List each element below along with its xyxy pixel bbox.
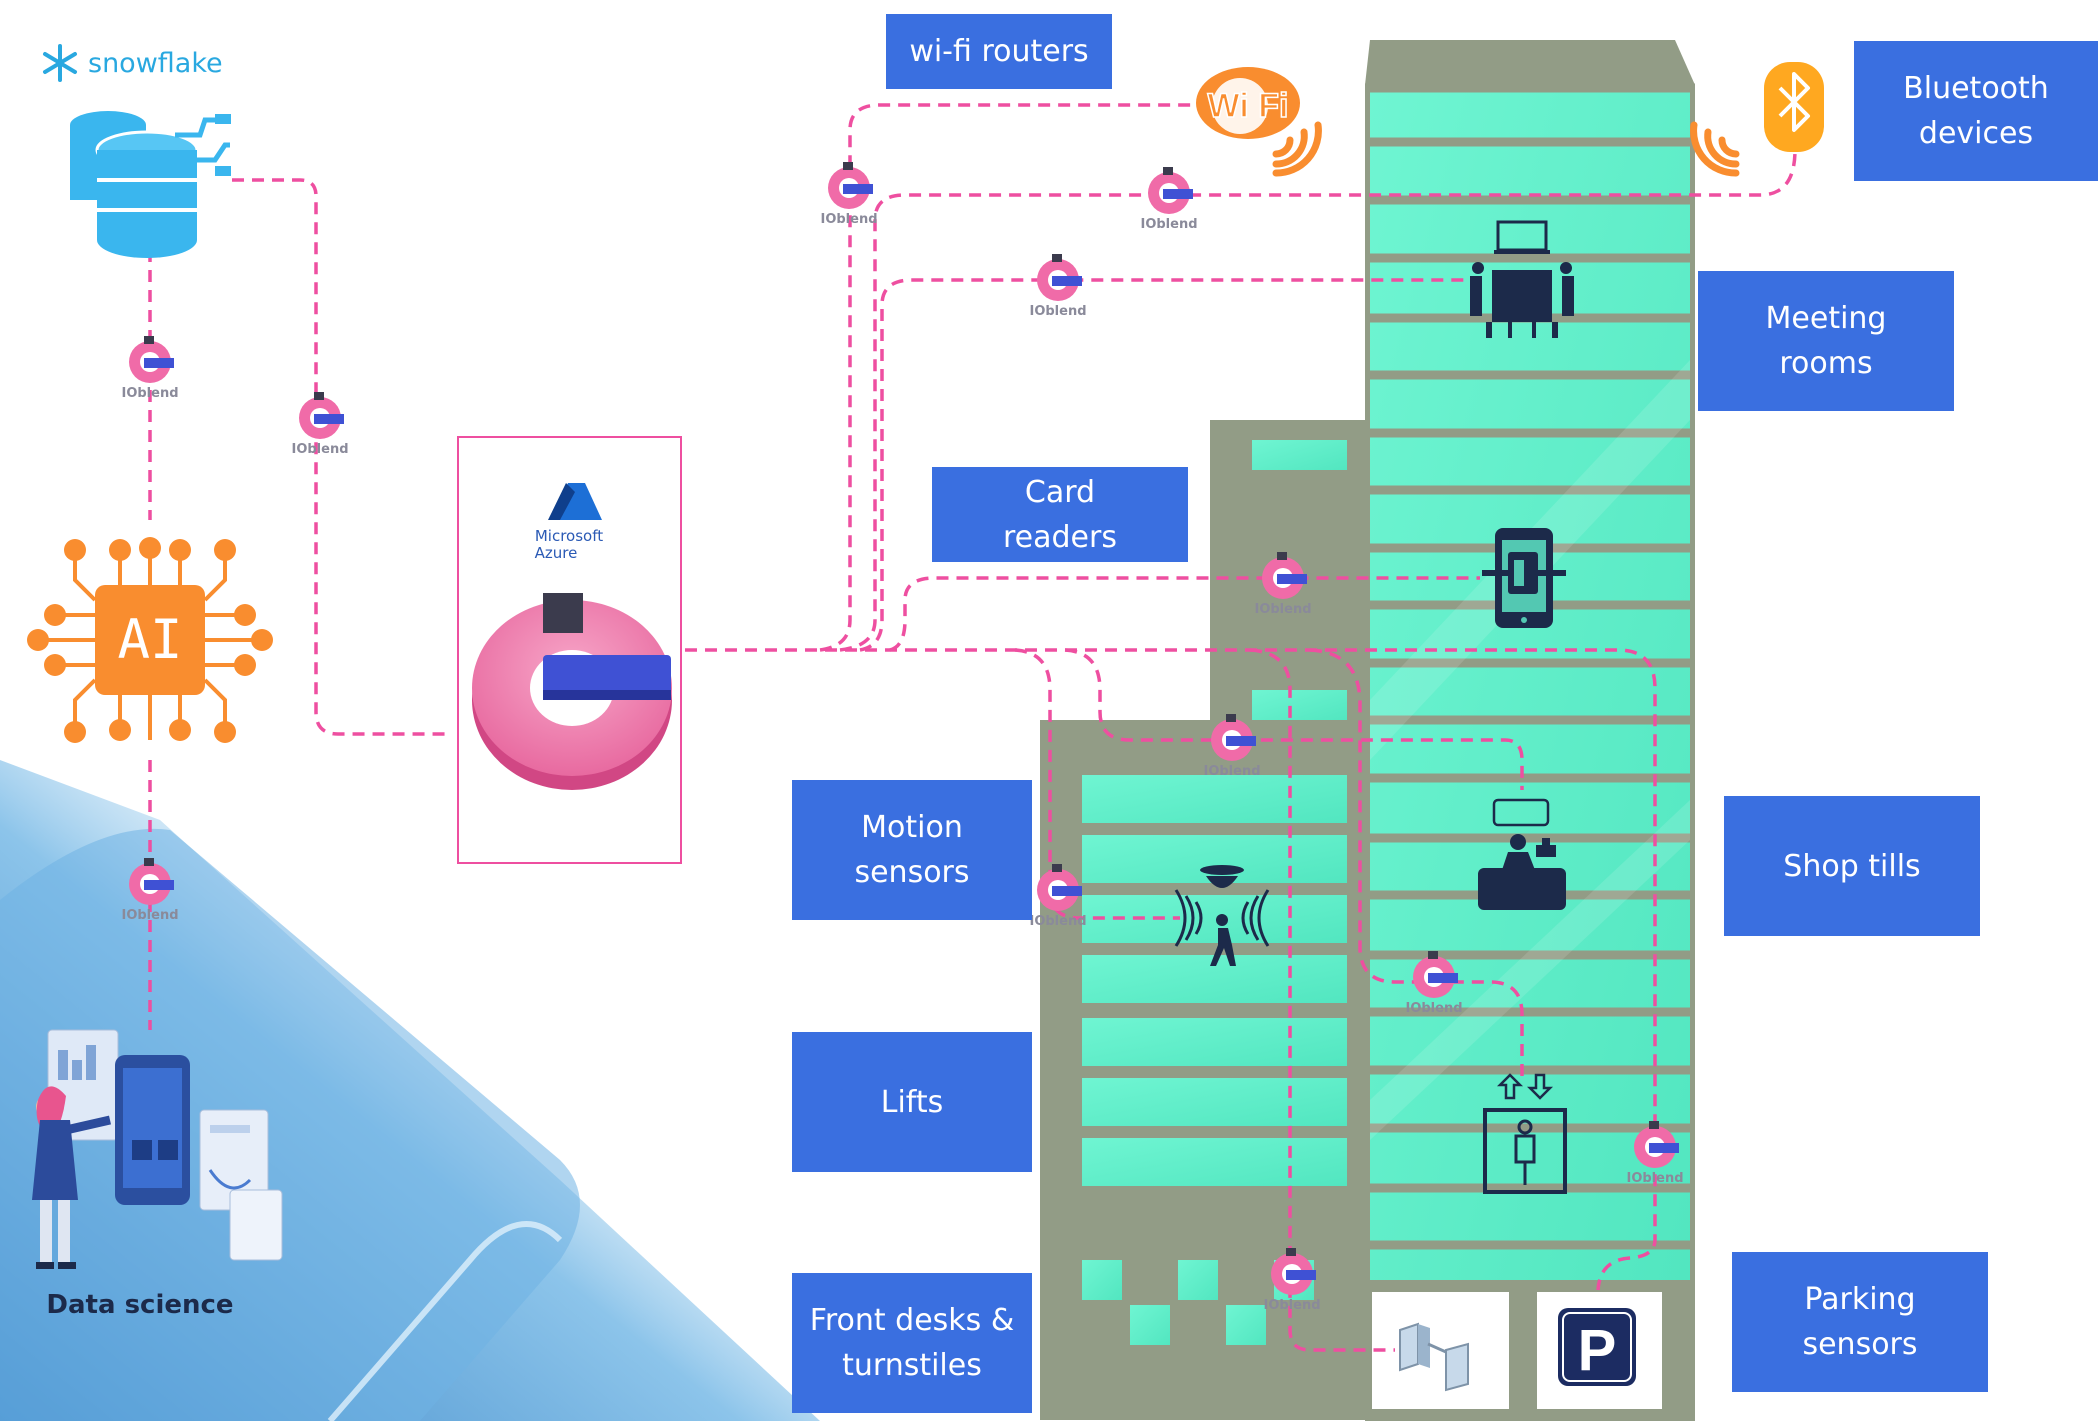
building-tower — [1365, 40, 1695, 1421]
lift-icon — [1483, 1073, 1567, 1194]
ioblend-connector-icon: IOblend — [121, 336, 179, 401]
motion-sensor-icon — [1174, 865, 1270, 966]
building-left — [1040, 720, 1380, 1420]
ioblend-connector-icon: IOblend — [121, 858, 179, 923]
label-motion-sensors: Motion sensors — [792, 780, 1032, 920]
ioblend-connector-label: IOblend — [1254, 602, 1311, 617]
bluetooth-icon — [1690, 62, 1824, 177]
ioblend-connector-icon: IOblend — [1029, 864, 1087, 929]
data-scientist-illustration — [32, 1029, 283, 1269]
connector-lines — [148, 103, 1797, 1352]
ioblend-connector-icon: IOblend — [1263, 1248, 1321, 1313]
ioblend-connector-icon: IOblend — [291, 392, 349, 457]
wifi-router-icon: Wi Fi — [1196, 67, 1322, 177]
label-card-readers: Card readers — [932, 467, 1188, 562]
azure-logo-icon — [548, 483, 602, 520]
parking-sign-letter: P — [1578, 1318, 1617, 1383]
data-science-label: Data science — [46, 1290, 234, 1320]
ioblend-connector-icon: IOblend — [1140, 167, 1198, 232]
label-lifts: Lifts — [792, 1032, 1032, 1172]
turnstile-icon — [1399, 1322, 1469, 1392]
parking-sign-icon: P — [1558, 1308, 1636, 1386]
ioblend-connector-label: IOblend — [1263, 1298, 1320, 1313]
ai-chip-icon: AI — [27, 537, 273, 743]
ioblend-hub-icon — [472, 593, 672, 790]
azure-wordmark-line1: Microsoft — [535, 527, 603, 545]
turnstile-box — [1372, 1292, 1509, 1409]
wifi-badge-text: Wi Fi — [1208, 87, 1289, 125]
ioblend-connector-label: IOblend — [1626, 1171, 1683, 1186]
ioblend-connector-label: IOblend — [121, 908, 178, 923]
label-wifi-routers: wi-fi routers — [886, 14, 1112, 89]
snowflake-icon — [43, 44, 77, 82]
ioblend-connector-icon: IOblend — [1029, 254, 1087, 319]
ioblend-connector-label: IOblend — [820, 212, 877, 227]
meeting-room-icon — [1470, 220, 1574, 338]
building-middle — [1210, 420, 1385, 730]
label-parking-sensors: Parking sensors — [1732, 1252, 1988, 1392]
ioblend-connector-label: IOblend — [1140, 217, 1197, 232]
label-bluetooth-devices: Bluetooth devices — [1854, 41, 2098, 181]
label-shop-tills: Shop tills — [1724, 796, 1980, 936]
ioblend-connector-label: IOblend — [1203, 764, 1260, 779]
ai-chip-label: AI — [117, 608, 182, 671]
parking-box: P — [1537, 1292, 1662, 1409]
ioblend-connector-label: IOblend — [291, 442, 348, 457]
card-reader-icon — [1482, 528, 1566, 628]
ioblend-connector-icon: IOblend — [820, 162, 878, 227]
background-tablet-shape — [0, 760, 820, 1423]
azure-wordmark-line2: Azure — [535, 544, 578, 562]
label-meeting-rooms: Meeting rooms — [1698, 271, 1954, 411]
shop-till-icon — [1478, 798, 1566, 910]
ioblend-connector-label: IOblend — [1029, 304, 1086, 319]
ioblend-connector-icon: IOblend — [1203, 714, 1261, 779]
azure-panel: Microsoft Azure — [457, 436, 682, 864]
snowflake-wordmark: snowflake — [88, 48, 223, 79]
ioblend-connector-label: IOblend — [121, 386, 178, 401]
ioblend-connector-icon: IOblend — [1626, 1121, 1684, 1186]
ioblend-connector-label: IOblend — [1405, 1001, 1462, 1016]
snowflake-logo: snowflake — [43, 44, 223, 82]
ioblend-connector-icon: IOblend — [1254, 552, 1312, 617]
ioblend-connector-icon: IOblend — [1405, 951, 1463, 1016]
ioblend-connector-label: IOblend — [1029, 914, 1086, 929]
label-front-desks-turnstiles: Front desks & turnstiles — [792, 1273, 1032, 1413]
database-icon — [70, 111, 231, 258]
